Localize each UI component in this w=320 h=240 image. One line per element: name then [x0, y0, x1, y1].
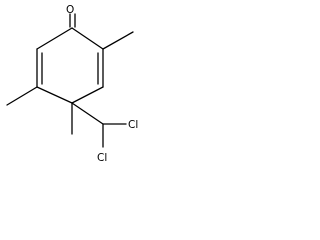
oxygen-label: O — [66, 4, 74, 16]
bond-c4-c5 — [36, 86, 73, 104]
bond-c3-c4 — [71, 86, 104, 104]
chlorine-label-2: Cl — [97, 152, 107, 164]
bond-methyl-c2 — [102, 31, 134, 50]
bond-methyl-c5 — [6, 86, 38, 106]
structure-diagram: O Cl Cl — [0, 0, 151, 204]
bond-c1-c2 — [71, 27, 104, 50]
bond-c6-c1 — [36, 27, 73, 50]
bond-c4-chcl2 — [71, 102, 104, 125]
chlorine-label-1: Cl — [128, 119, 138, 131]
molecule-svg: O Cl Cl — [6, 4, 138, 164]
